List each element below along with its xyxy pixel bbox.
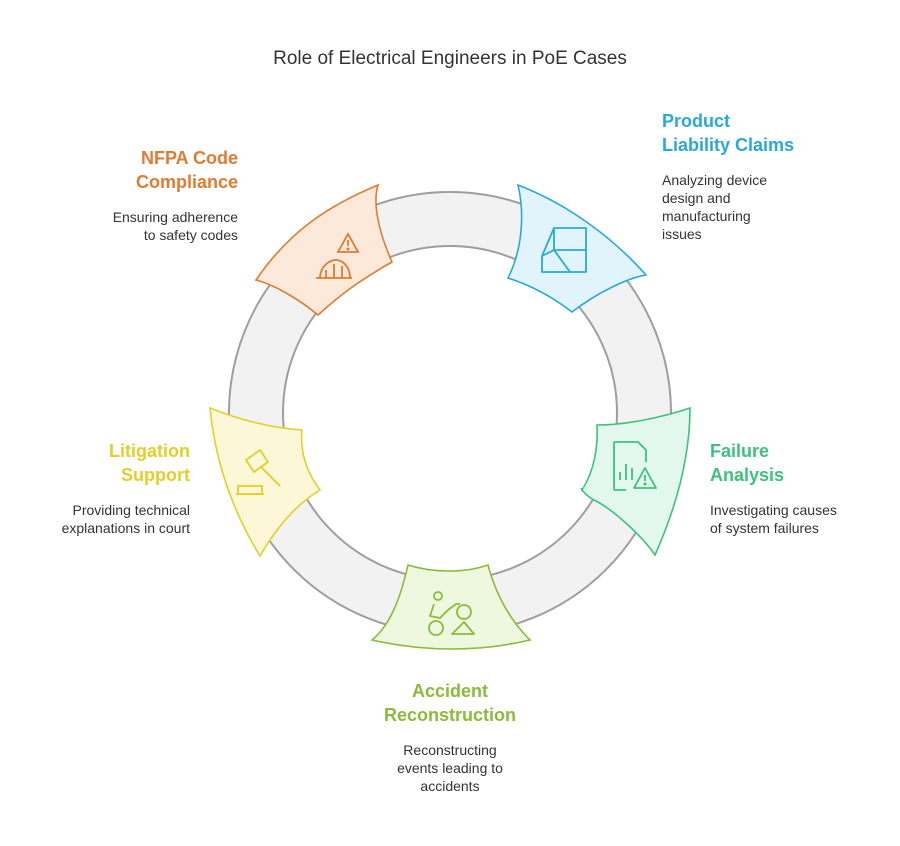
gavel-icon — [236, 449, 281, 495]
segment-product — [506, 183, 648, 314]
label-failure: Failure Analysis Investigating causes of… — [710, 439, 880, 537]
product-heading: Product Liability Claims — [662, 111, 795, 155]
litigation-description: Providing technical explanations in cour… — [61, 502, 190, 536]
motorcycle-accident-icon — [428, 591, 475, 636]
failure-heading: Failure Analysis — [710, 441, 785, 485]
segment-nfpa — [254, 183, 394, 317]
report-warning-icon — [613, 441, 657, 491]
label-litigation: Litigation Support Providing technical e… — [20, 439, 190, 537]
product-description: Analyzing device design and manufacturin… — [662, 172, 768, 242]
accident-heading: Accident Reconstruction — [383, 681, 516, 725]
warning-construction-icon — [316, 232, 360, 279]
segment-litigation — [209, 406, 322, 558]
nfpa-heading: NFPA Code Compliance — [135, 148, 238, 192]
nfpa-description: Ensuring adherence to safety codes — [112, 209, 238, 243]
accident-description: Reconstructing events leading to acciden… — [397, 742, 503, 794]
blueprint-icon — [541, 227, 587, 273]
label-product: Product Liability Claims Analyzing devic… — [662, 109, 862, 243]
segment-accident — [370, 563, 532, 650]
failure-description: Investigating causes of system failures — [710, 502, 837, 536]
label-accident: Accident Reconstruction Reconstructing e… — [350, 679, 550, 795]
segment-failure — [580, 406, 691, 557]
label-nfpa: NFPA Code Compliance Ensuring adherence … — [60, 146, 238, 244]
diagram-title: Role of Electrical Engineers in PoE Case… — [273, 48, 627, 69]
litigation-heading: Litigation Support — [109, 441, 190, 485]
